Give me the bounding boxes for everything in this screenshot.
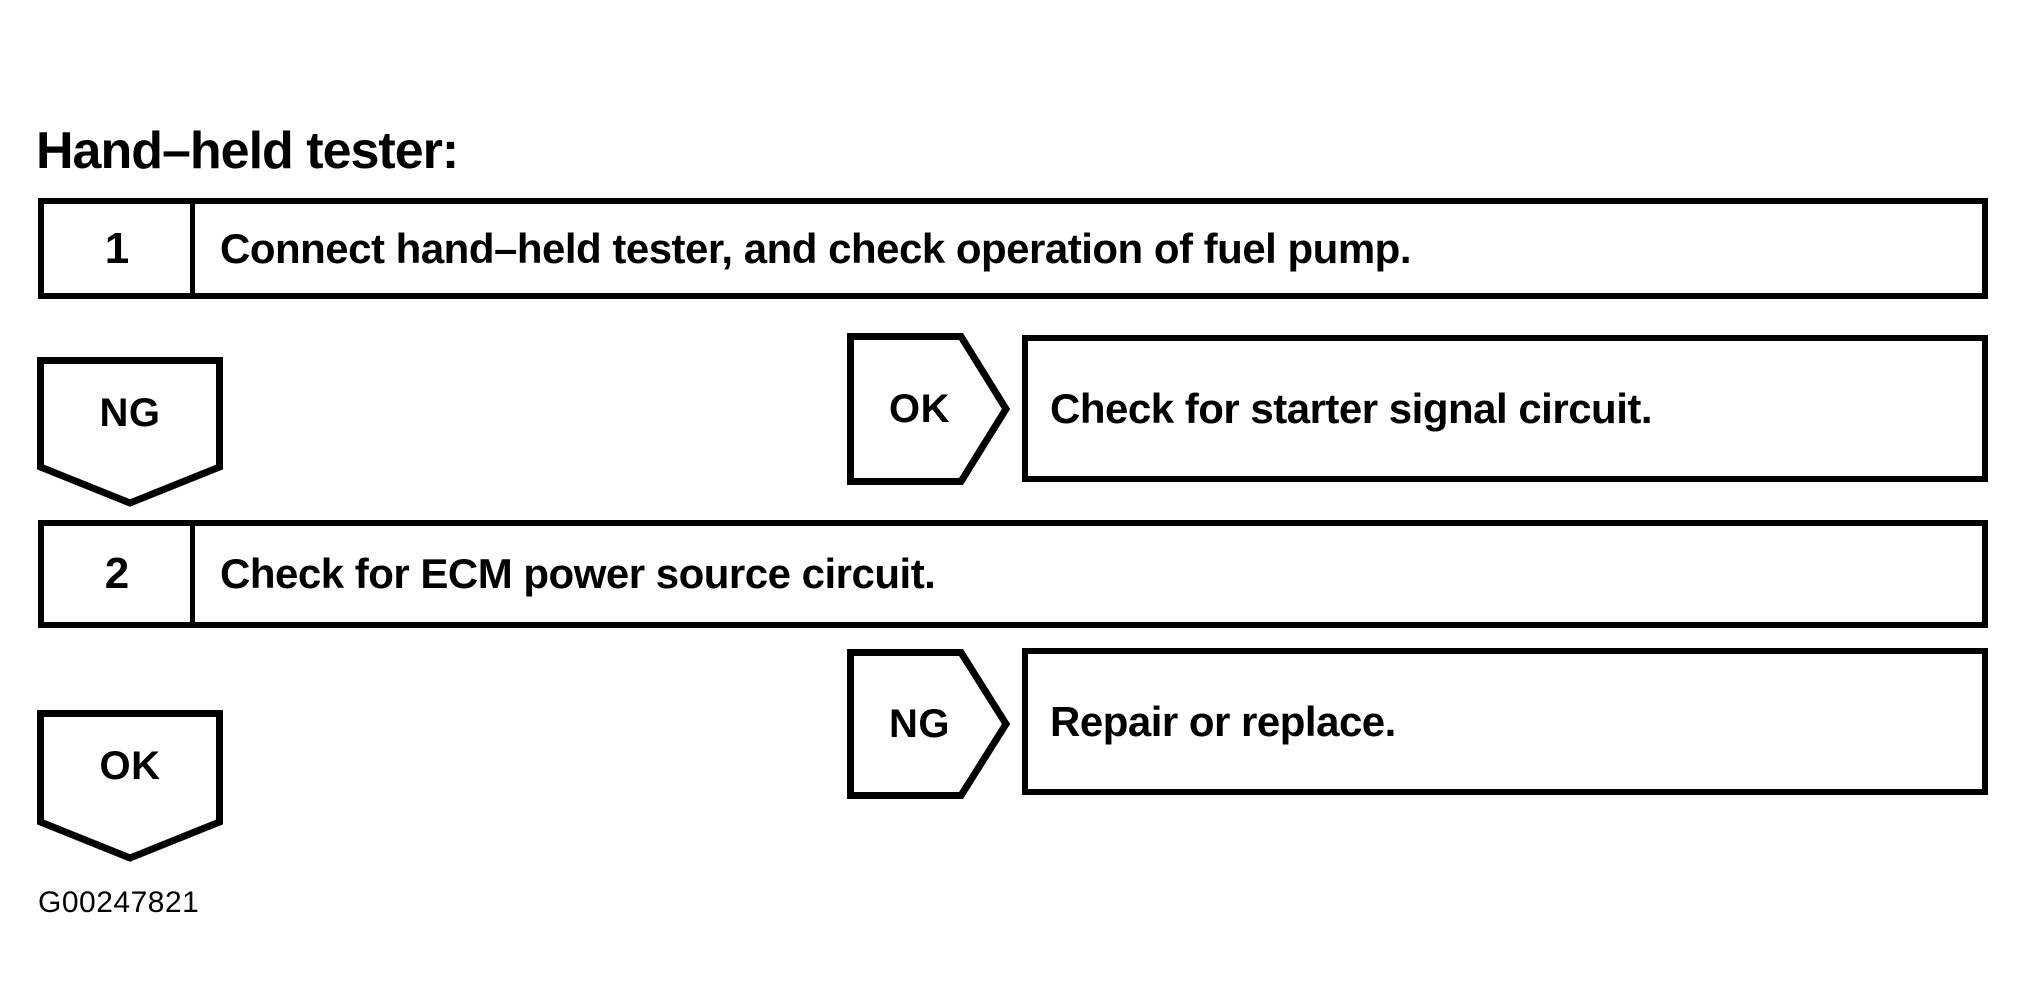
branch-2-ok-label: OK (99, 743, 161, 788)
figure-id-label: G00247821 (38, 886, 200, 919)
branch-1-ng-down-pointer: NG (37, 357, 223, 507)
branch-1-ok-label: OK (889, 386, 950, 431)
branch-2-ok-down-pointer: OK (37, 710, 223, 862)
branch-2-ng-label: NG (889, 701, 950, 746)
right-arrow-pentagon-shape (847, 649, 1010, 799)
step-2-number: 2 (44, 526, 195, 622)
branch-2-action-text: Repair or replace. (1050, 697, 1396, 745)
branch-2-action-box: Repair or replace. (1022, 648, 1988, 795)
right-arrow-pentagon-shape (847, 333, 1010, 485)
branch-1-action-text: Check for starter signal circuit. (1050, 384, 1653, 432)
step-1-box: 1 Connect hand–held tester, and check op… (38, 198, 1988, 299)
page-title: Hand–held tester: (36, 122, 459, 180)
step-2-description: Check for ECM power source circuit. (220, 550, 936, 597)
step-1-number: 1 (44, 204, 195, 293)
branch-1-ng-label: NG (99, 390, 161, 435)
down-arrow-pentagon-shape (37, 710, 223, 862)
step-2-box: 2 Check for ECM power source circuit. (38, 520, 1988, 628)
branch-1-action-box: Check for starter signal circuit. (1022, 335, 1988, 482)
branch-1-ok-right-pointer: OK (847, 333, 1010, 485)
branch-2-ng-right-pointer: NG (847, 649, 1010, 799)
step-1-description: Connect hand–held tester, and check oper… (220, 224, 1412, 272)
down-arrow-pentagon-shape (37, 357, 223, 507)
